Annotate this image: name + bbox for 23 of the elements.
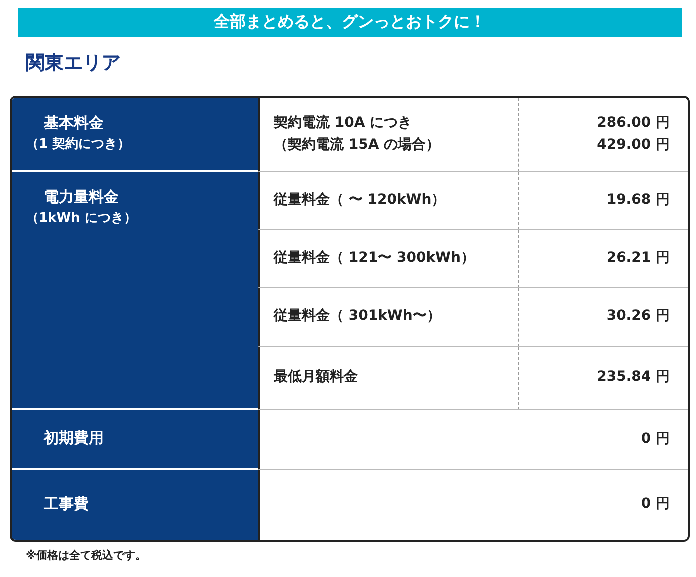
- footnote: ※価格は全て税込です。: [26, 548, 147, 563]
- header-text: 工事費: [43, 494, 89, 516]
- price-text: 286.00 円: [597, 114, 670, 133]
- area-heading: 関東エリア: [26, 51, 121, 76]
- price-text: 235.84 円: [597, 368, 670, 388]
- item-text: 最低月額料金: [274, 368, 358, 388]
- header-text: 電力量料金: [43, 187, 119, 208]
- header-text: 初期費用: [42, 428, 104, 450]
- price-text: 26.21 円: [606, 248, 670, 268]
- title-banner: 全部まとめると、グンっとおトクに！: [18, 8, 682, 37]
- item-text: （契約電流 15A の場合）: [274, 136, 440, 154]
- header-note: （1kWh につき）: [26, 210, 137, 228]
- price-text: 19.68 円: [606, 190, 670, 210]
- header-note: （1 契約につき）: [26, 136, 131, 154]
- item-text: 従量料金（ 301kWh〜）: [274, 307, 441, 326]
- item-text: 契約電流 10A につき: [274, 114, 412, 133]
- item-text: 従量料金（ 121〜 300kWh）: [274, 248, 475, 268]
- price-text: 0 円: [641, 430, 670, 449]
- price-text: 429.00 円: [597, 136, 670, 154]
- header-text: 基本料金: [43, 113, 104, 134]
- price-text: 30.26 円: [606, 307, 670, 326]
- item-text: 従量料金（ 〜 120kWh）: [274, 190, 446, 210]
- price-text: 0 円: [641, 495, 670, 514]
